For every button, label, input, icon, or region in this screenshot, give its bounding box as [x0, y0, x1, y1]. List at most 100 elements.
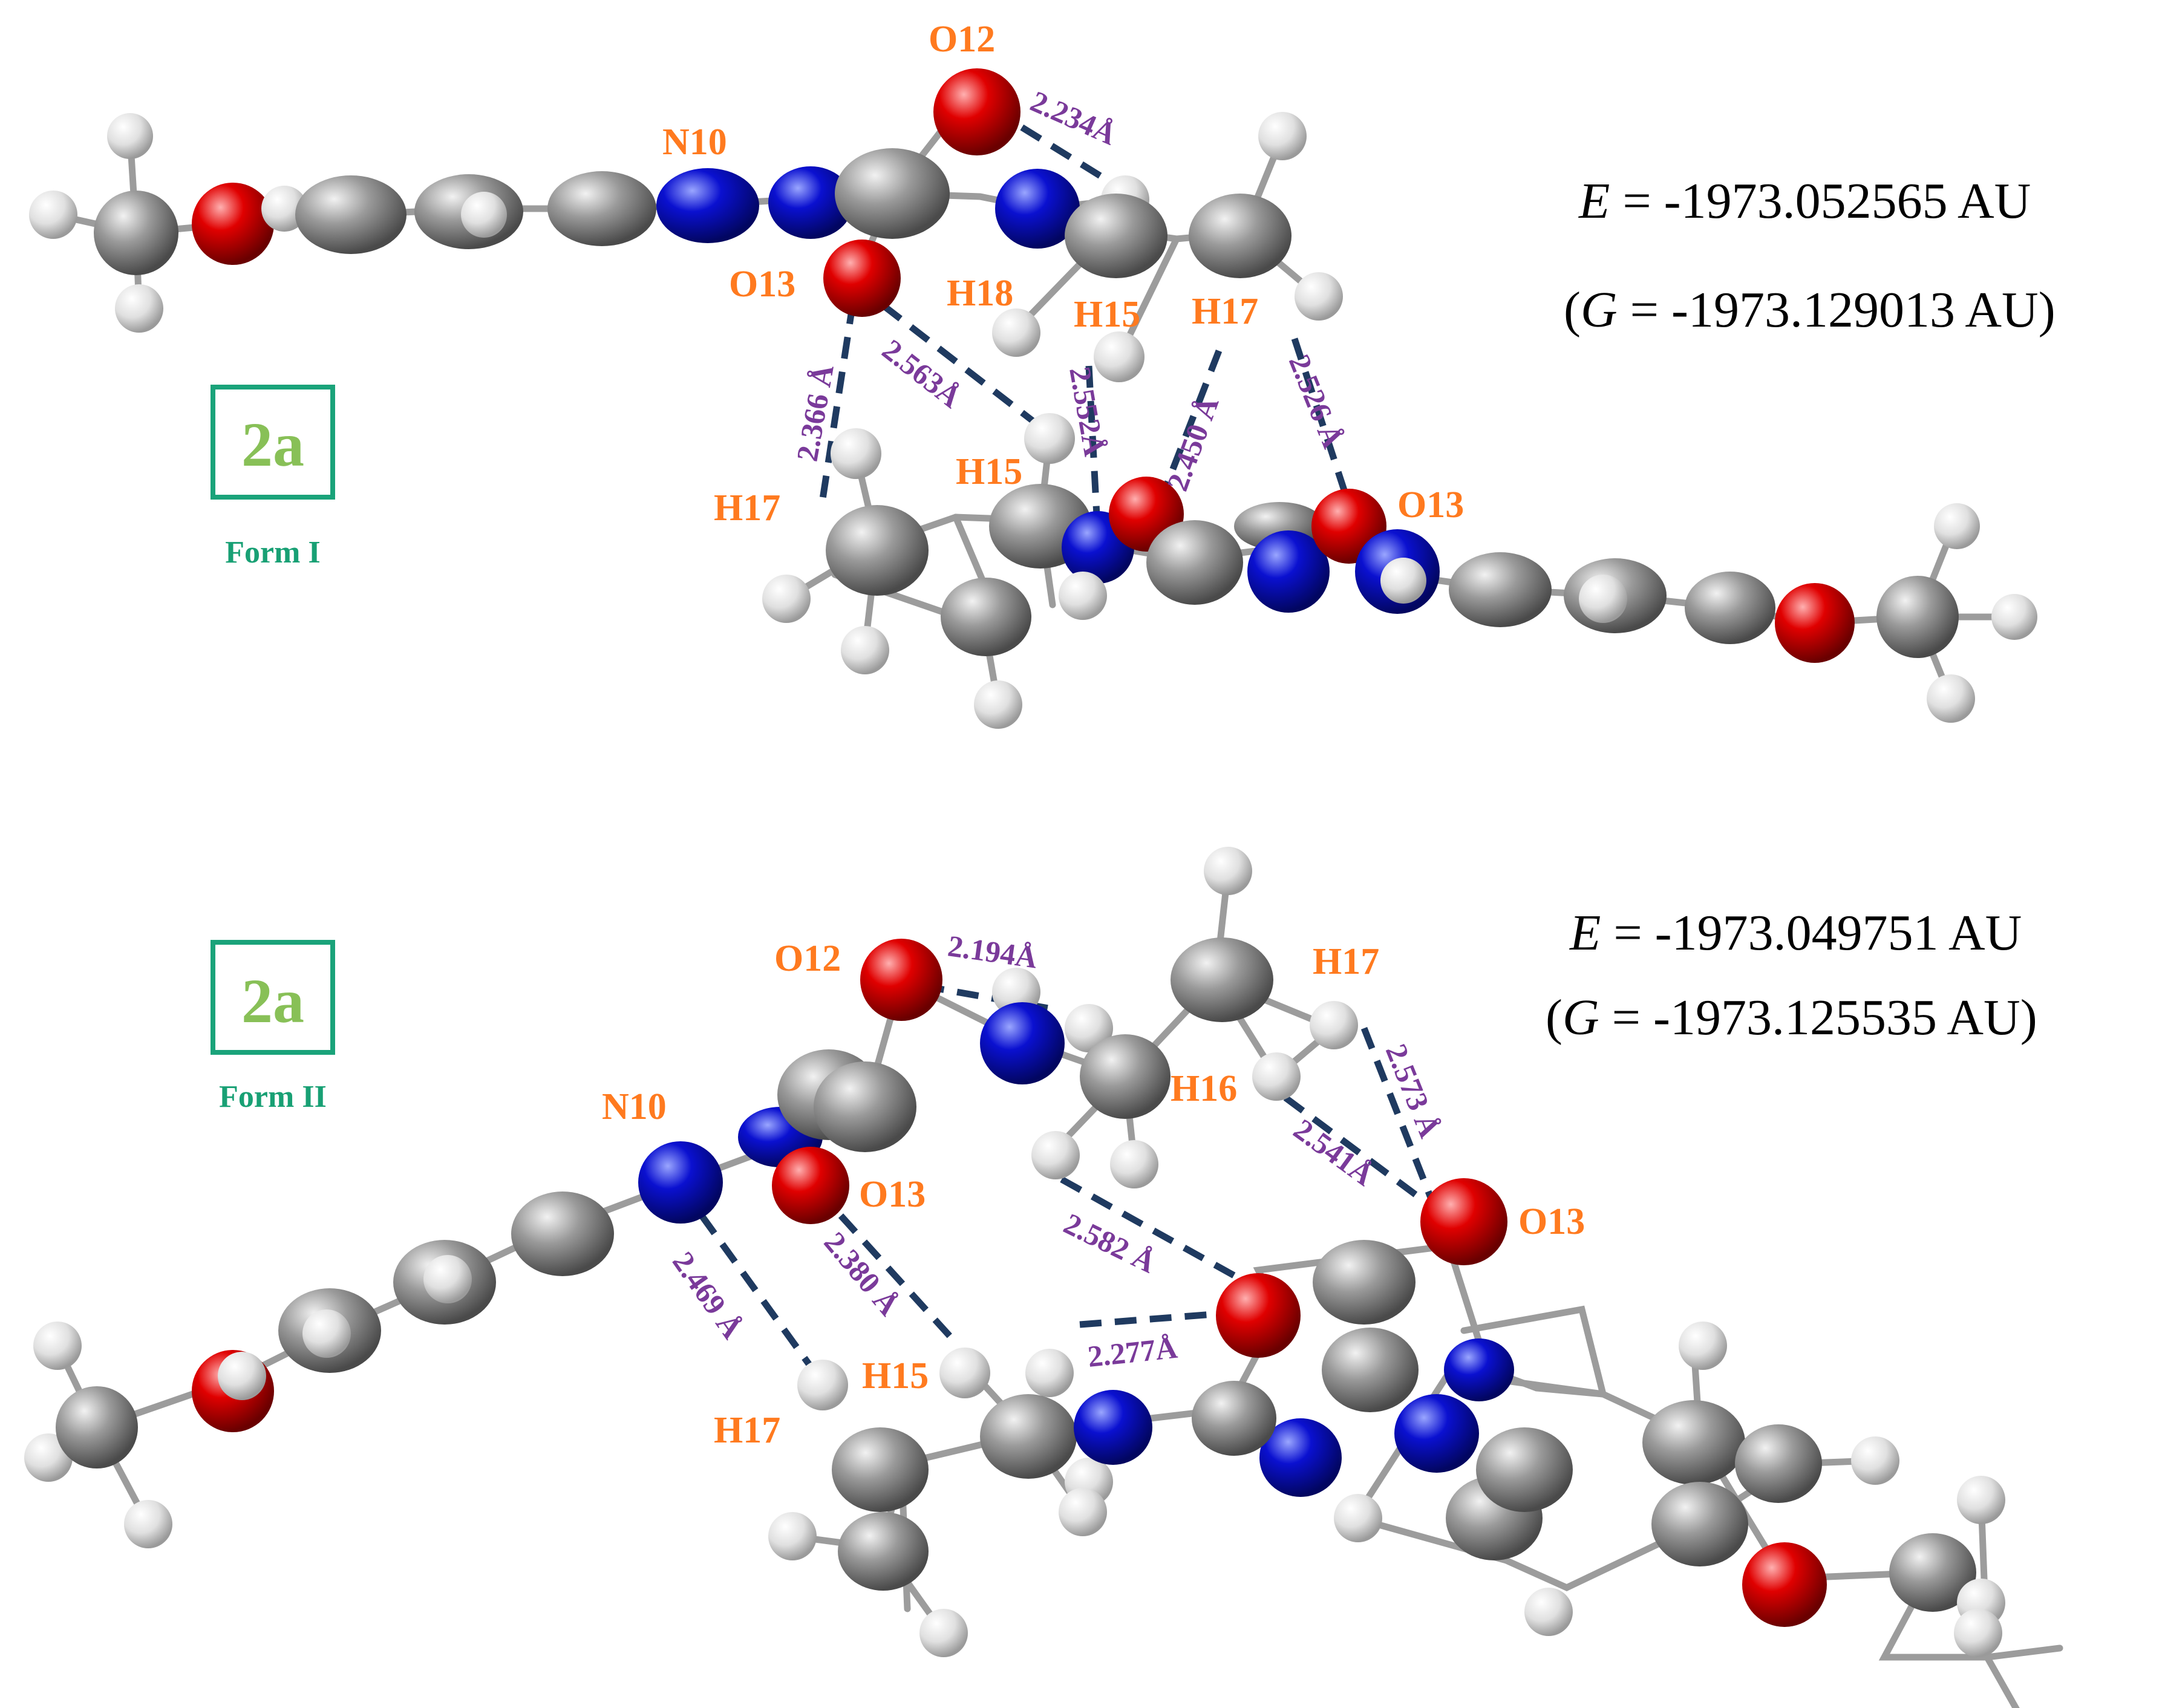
distance-2526: 2.526 Å — [1282, 350, 1350, 452]
distance-2469: 2.469 Å — [666, 1245, 749, 1345]
atom-h — [1065, 1004, 1113, 1052]
distance-2234: 2.234Å — [1026, 84, 1122, 152]
atom-h — [1110, 1140, 1158, 1188]
label-o13: O13 — [729, 264, 795, 305]
label-h16: H16 — [1171, 1068, 1237, 1109]
atom-c — [826, 505, 929, 596]
atom-o12 — [860, 939, 942, 1021]
atom-h — [1679, 1322, 1727, 1370]
atom-h — [841, 626, 889, 674]
energy-e: E = -1973.049751 AU — [1569, 905, 2022, 961]
form-2-atoms — [24, 847, 2005, 1657]
atom-c — [1192, 1381, 1276, 1456]
atom-c — [1189, 194, 1291, 278]
atom-h — [115, 284, 163, 333]
atom-o — [1742, 1542, 1827, 1627]
hbond-h16-o13 — [1283, 1095, 1430, 1207]
atom-h — [1295, 272, 1343, 321]
atom-h17 — [797, 1360, 848, 1410]
hbond-h-o13 — [1291, 337, 1356, 515]
atom-h — [919, 1609, 968, 1657]
compound-box-frame — [211, 940, 335, 1055]
hbond-h-o-2277 — [1079, 1309, 1238, 1328]
label-n10: N10 — [662, 122, 727, 163]
atom-c — [1889, 1533, 1976, 1612]
atom-n — [1394, 1394, 1479, 1473]
atom-c — [1876, 576, 1959, 658]
atom-n — [1247, 530, 1330, 613]
atom-h — [1025, 1349, 1074, 1397]
atom-h15 — [1024, 413, 1075, 464]
compound-box-frame — [211, 385, 335, 500]
atom-h — [1927, 674, 1975, 723]
energy-g: (G = -1973.129013 AU) — [1564, 282, 2056, 338]
label-h18: H18 — [947, 273, 1013, 314]
atom-n — [768, 166, 853, 239]
label-h17: H17 — [1192, 291, 1258, 332]
atom-h — [461, 192, 507, 238]
atom-h — [1380, 558, 1426, 604]
atom-c — [1642, 1400, 1745, 1485]
atom-h — [1524, 1588, 1573, 1636]
label-o13b: O13 — [1518, 1201, 1585, 1242]
atom-o12 — [933, 68, 1020, 155]
atom-h15 — [939, 1348, 990, 1398]
atom-c — [838, 1512, 929, 1591]
hbond-o13-h15 — [881, 302, 1058, 442]
atom-c — [94, 191, 178, 275]
atom-h17 — [1310, 1001, 1358, 1049]
compound-label: 2a — [241, 410, 304, 480]
hbond-o13-h15 — [838, 1213, 959, 1345]
form-1: O12 N10 O13 H18 H15 H17 H17 H15 O13 2.23… — [29, 19, 2056, 729]
atom-h — [302, 1309, 351, 1358]
atom-c — [835, 148, 950, 239]
hbond-o12-h — [990, 106, 1121, 191]
atom-h — [762, 575, 811, 623]
atom-h — [107, 113, 153, 159]
hbond-h17-o13 — [1360, 1026, 1434, 1199]
form-label: Form I — [225, 535, 320, 570]
distance-2563: 2.563Å — [876, 333, 968, 415]
atom-n — [980, 1002, 1065, 1084]
atom-o13 — [772, 1147, 849, 1224]
atom-h — [1954, 1609, 2002, 1657]
label-h15b: H15 — [956, 451, 1022, 492]
distance-2277: 2.277Å — [1086, 1331, 1179, 1374]
atom-o — [1775, 583, 1855, 663]
atom-h — [1258, 112, 1307, 160]
label-h15: H15 — [1074, 294, 1140, 335]
atom-c — [295, 175, 407, 254]
form-1-atom-labels: O12 N10 O13 H18 H15 H17 H17 H15 O13 — [662, 19, 1464, 529]
atom-n — [656, 168, 759, 243]
atom-h — [1059, 1488, 1107, 1536]
label-o12: O12 — [929, 19, 995, 60]
atom-c — [814, 1061, 916, 1152]
atom-c — [1651, 1482, 1748, 1566]
form-label: Form II — [219, 1080, 327, 1114]
atom-h — [1204, 847, 1252, 895]
label-o13: O13 — [859, 1174, 926, 1215]
label-h15: H15 — [862, 1355, 929, 1397]
atom-h — [1991, 594, 2037, 640]
hbond-h-o — [1060, 1176, 1248, 1285]
atom-h — [974, 680, 1022, 729]
atom-c — [1065, 194, 1167, 278]
atom-n — [1074, 1390, 1152, 1465]
energy-e: E = -1973.052565 AU — [1578, 173, 2031, 229]
atom-c — [980, 1394, 1077, 1479]
atom-h — [1934, 503, 1980, 549]
label-o12: O12 — [774, 938, 841, 979]
atom-c — [547, 171, 656, 246]
atom-n — [995, 169, 1080, 249]
atom-n — [1259, 1418, 1342, 1497]
atom-n10 — [638, 1141, 723, 1224]
atom-c — [1171, 937, 1273, 1022]
atom-c — [1313, 1240, 1416, 1325]
hbond-h15-o — [1085, 365, 1102, 539]
atom-h — [1334, 1494, 1382, 1542]
atom-h — [768, 1512, 817, 1560]
atom-h — [423, 1255, 472, 1303]
form-1-energy: E = -1973.052565 AU (G = -1973.129013 AU… — [1564, 173, 2056, 338]
form-1-compound-box: 2a Form I — [211, 385, 335, 570]
